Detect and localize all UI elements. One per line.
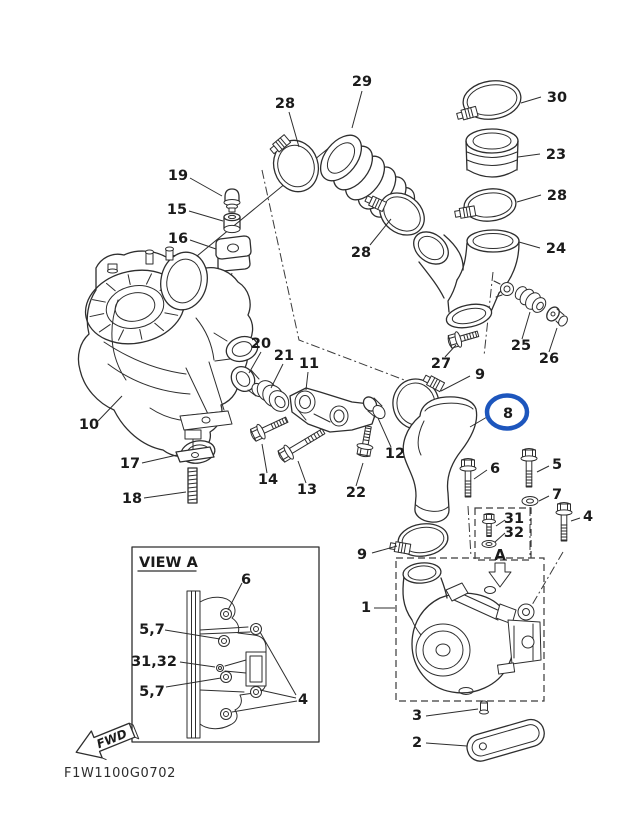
- part-label-7: 7: [552, 487, 562, 503]
- part-label-10: 10: [79, 417, 99, 433]
- bolt-27: [445, 325, 481, 351]
- section-a-label: A: [494, 546, 506, 564]
- bolt-22: [354, 424, 377, 459]
- part-label-9-lower: 9: [357, 547, 367, 563]
- fwd-arrow: FWD: [75, 722, 140, 761]
- part-label-24: 24: [546, 241, 566, 257]
- bolt-6: [459, 458, 477, 498]
- rubber-coupling-23: [465, 128, 519, 178]
- leader-lines: [97, 90, 581, 747]
- view-a-label-5-7-upper: 5,7: [139, 622, 165, 638]
- view-a-leader-lines: [164, 582, 298, 713]
- view-a-label-6: 6: [241, 572, 251, 588]
- part-label-5: 5: [552, 457, 562, 473]
- view-a-label-4: 4: [298, 692, 308, 708]
- bracket-11: [289, 387, 377, 433]
- part-label-32: 32: [504, 525, 524, 541]
- part-label-31: 31: [504, 511, 524, 527]
- view-a-bolt-holes: [216, 608, 262, 720]
- part-label-16: 16: [168, 231, 188, 247]
- collar-12: [362, 396, 386, 420]
- part-label-25: 25: [511, 338, 531, 354]
- part-label-18: 18: [122, 491, 142, 507]
- drawing-code: F1W1100G0702: [64, 766, 176, 781]
- highlight-ellipse-part-8: [484, 393, 530, 431]
- part-label-23: 23: [546, 147, 566, 163]
- turbocharger-1: [402, 562, 542, 695]
- part-label-13: 13: [297, 482, 317, 498]
- fwd-arrow-icon: [75, 722, 136, 759]
- section-a-arrow-icon: [488, 562, 512, 588]
- part-labels: 28 29 30 23 28 24 19 15 16 28 27 9 25 26…: [79, 74, 593, 751]
- part-label-28-b: 28: [547, 188, 567, 204]
- gasket-2: [466, 718, 545, 762]
- section-a-marker: A: [488, 546, 512, 588]
- part-label-19: 19: [168, 168, 188, 184]
- hose-clamp-9-lower: [388, 523, 449, 557]
- part-label-28-a: 28: [275, 96, 295, 112]
- part-label-26: 26: [539, 351, 559, 367]
- part-label-14: 14: [258, 472, 278, 488]
- part-label-27: 27: [431, 356, 451, 372]
- damper-21: [256, 380, 290, 412]
- part-label-4: 4: [583, 509, 593, 525]
- part-label-28-c: 28: [351, 245, 371, 261]
- cap-nut-19: [223, 188, 241, 213]
- part-label-29: 29: [352, 74, 372, 90]
- fitting-3: [479, 700, 489, 715]
- bolt-31-32-dashed-box: [474, 507, 532, 561]
- bolt-31: [482, 513, 496, 537]
- part-label-3: 3: [412, 708, 422, 724]
- plug-26: [546, 306, 568, 327]
- hose-clamp-30: [455, 80, 522, 122]
- part-label-20: 20: [251, 336, 271, 352]
- bolt-5: [520, 448, 538, 488]
- plate-17: [175, 446, 215, 463]
- rubber-mount-16: [215, 235, 252, 272]
- part-label-1: 1: [361, 600, 371, 616]
- exhaust-housing-10: [77, 246, 259, 464]
- bushing-15: [223, 212, 241, 234]
- part-label-17: 17: [120, 456, 140, 472]
- view-a-label-31-32: 31,32: [131, 654, 177, 670]
- part-label-22: 22: [346, 485, 366, 501]
- view-a-title: VIEW A: [139, 555, 199, 571]
- hose-clamp-28-below-bellows: [363, 192, 425, 236]
- turbo-dashed-box: [395, 557, 545, 702]
- washer-32: [481, 540, 497, 548]
- intake-y-pipe-24: [413, 229, 520, 329]
- part-label-11: 11: [299, 356, 319, 372]
- part-label-9-upper: 9: [475, 367, 485, 383]
- part-label-15: 15: [167, 202, 187, 218]
- breather-plug-25: [514, 286, 547, 313]
- washer-7: [521, 496, 539, 506]
- part-label-21: 21: [274, 348, 294, 364]
- bolt-4: [555, 502, 573, 542]
- part-label-30: 30: [547, 90, 567, 106]
- bolt-13: [275, 423, 329, 465]
- bolt-14: [248, 411, 291, 444]
- part-label-12: 12: [385, 446, 405, 462]
- view-a-inset: VIEW A 6 5,7 31,32 5,7 4: [131, 546, 320, 743]
- part-label-8-highlighted: 8: [503, 406, 513, 422]
- part-label-6: 6: [490, 461, 500, 477]
- part-label-2: 2: [412, 735, 422, 751]
- air-duct-8: [402, 396, 478, 523]
- stud-18: [187, 467, 198, 504]
- hose-clamp-28-right: [453, 188, 517, 222]
- hose-clamp-28-top-left: [268, 134, 320, 193]
- view-a-label-5-7-lower: 5,7: [139, 684, 165, 700]
